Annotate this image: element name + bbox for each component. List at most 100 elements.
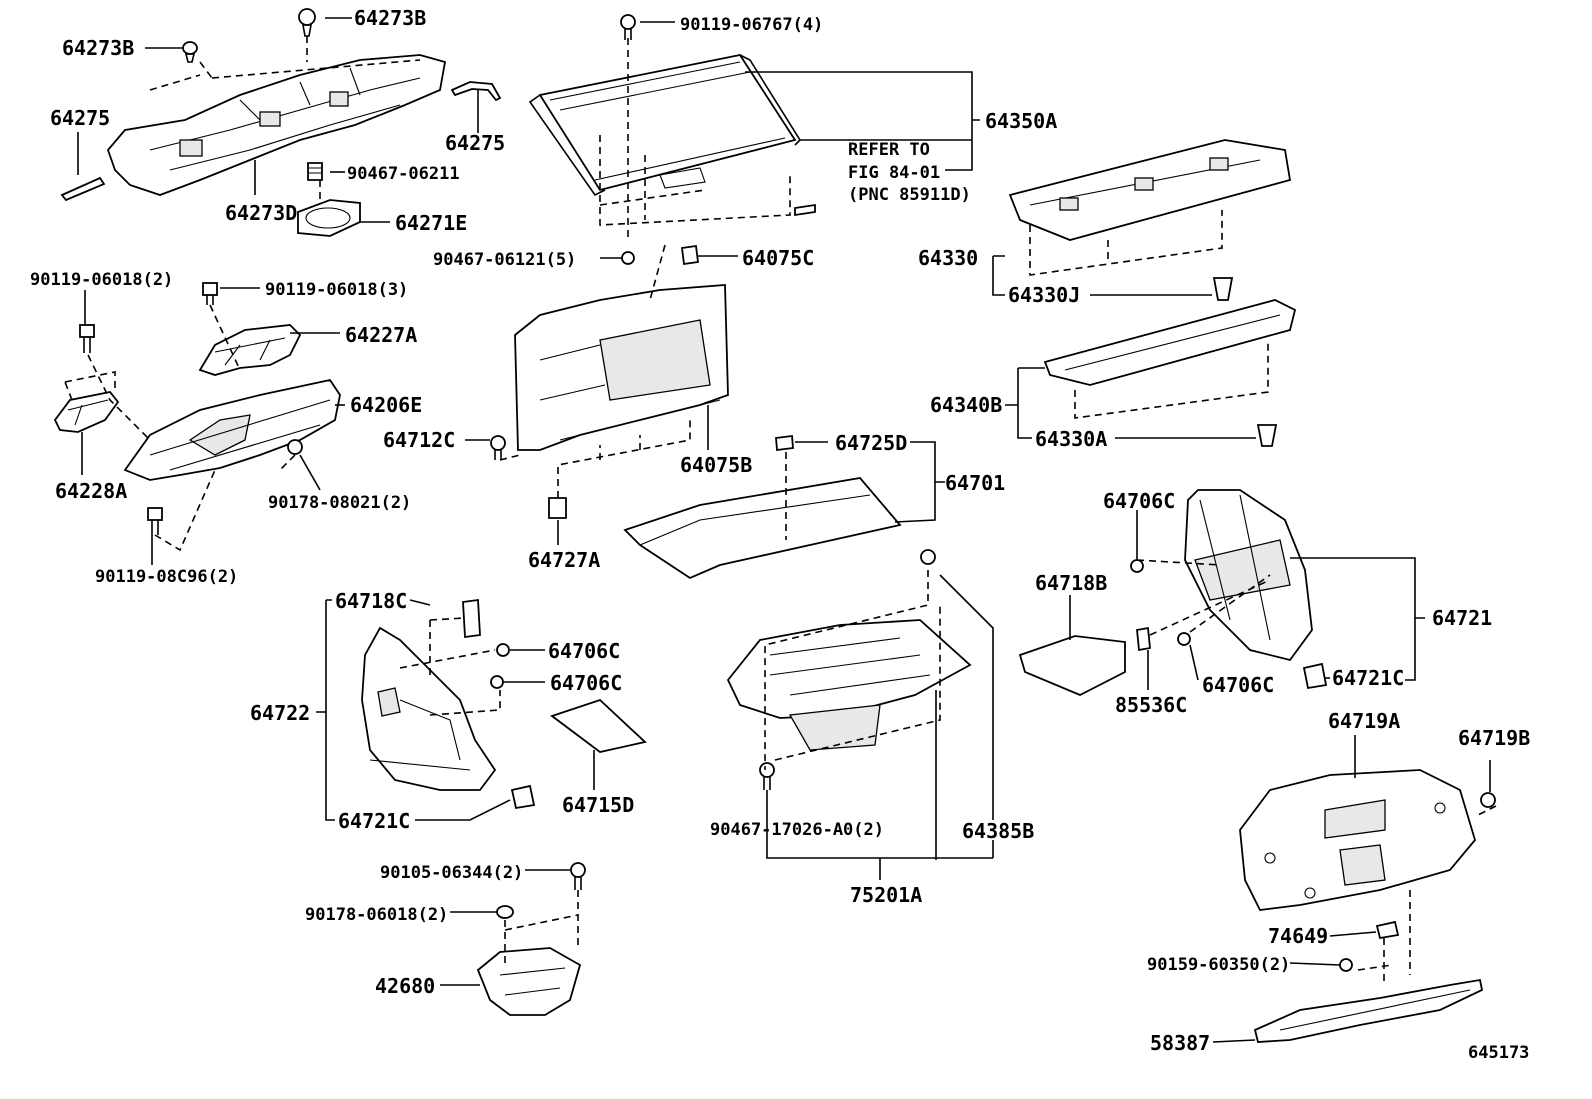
part-42680-jack-holder: [476, 947, 582, 1016]
part-64275-strip-left: [60, 176, 106, 202]
label-64701: 64701: [945, 471, 1005, 495]
clip-64706C-left-bottom: [490, 675, 504, 689]
clip-64706C-right-top: [1130, 559, 1144, 573]
figure-id: 645173: [1468, 1043, 1529, 1063]
washer-90178-06018: [496, 905, 514, 919]
part-58387-garnish: [1253, 978, 1484, 1043]
clip-90178-08021: [287, 439, 303, 455]
label-90178-06018: 90178-06018(2): [305, 905, 448, 925]
part-64330-rear-board: [1008, 139, 1292, 241]
part-64275-strip-right: [450, 81, 502, 102]
label-42680: 42680: [375, 974, 435, 998]
leader-lines: [77, 17, 1491, 1043]
label-64727A: 64727A: [528, 548, 600, 572]
clip-90159-60350: [1339, 958, 1353, 972]
label-90159-60350: 90159-60350(2): [1147, 955, 1290, 975]
label-64719A: 64719A: [1328, 709, 1400, 733]
clip-64330A: [1256, 424, 1278, 447]
part-64340B-board: [1043, 299, 1297, 386]
label-64275-left: 64275: [50, 106, 110, 130]
part-64385B-tray: [726, 619, 972, 751]
part-64727A-block: [548, 497, 567, 519]
clip-90467-06211: [307, 162, 323, 181]
label-90105-06344: 90105-06344(2): [380, 863, 523, 883]
part-64075B-deck-trim: [514, 284, 729, 451]
label-64718C: 64718C: [335, 589, 407, 613]
part-74649-cover: [1375, 920, 1400, 940]
clip-64706C-right-bottom: [1177, 632, 1191, 646]
part-64273D-trim: [106, 54, 447, 196]
label-64227A: 64227A: [345, 323, 417, 347]
clip-64330J: [1212, 277, 1234, 301]
label-90119-06018-2: 90119-06018(2): [30, 270, 173, 290]
label-refer-to: REFER TO: [848, 140, 930, 160]
clip-64273B-top: [298, 8, 316, 37]
label-74649: 74649: [1268, 924, 1328, 948]
part-85911D-bracket: [794, 203, 816, 217]
part-labels: 64273B 64273B 64275 64275 90467-06211 64…: [30, 6, 1530, 1063]
label-64273D: 64273D: [225, 201, 297, 225]
label-90119-08C96: 90119-08C96(2): [95, 567, 238, 587]
label-90467-06121: 90467-06121(5): [433, 250, 576, 270]
label-64340B: 64340B: [930, 393, 1002, 417]
part-64206E-panel: [123, 378, 341, 481]
clip-64385B: [920, 549, 936, 565]
label-64330: 64330: [918, 246, 978, 270]
label-64206E: 64206E: [350, 393, 422, 417]
label-64721C-left: 64721C: [338, 809, 410, 833]
label-75201A: 75201A: [850, 883, 922, 907]
label-64330J: 64330J: [1008, 283, 1080, 307]
label-90119-06767: 90119-06767(4): [680, 15, 823, 35]
clip-64075C: [680, 244, 700, 266]
label-64706C-left-bottom: 64706C: [550, 671, 622, 695]
part-64228A-bracket: [53, 391, 120, 433]
label-refer-pnc: (PNC 85911D): [848, 185, 971, 205]
clip-85536C: [1136, 626, 1151, 652]
part-64722-side-trim: [361, 626, 497, 791]
part-64718C-cover: [462, 598, 481, 639]
label-64721C-right: 64721C: [1332, 666, 1404, 690]
label-58387: 58387: [1150, 1031, 1210, 1055]
bolt-90467-17026: [759, 762, 775, 790]
part-64701-mat: [623, 477, 902, 580]
label-64725D: 64725D: [835, 431, 907, 455]
label-64706C-right-top: 64706C: [1103, 489, 1175, 513]
label-64722: 64722: [250, 701, 310, 725]
label-64271E: 64271E: [395, 211, 467, 235]
label-64715D: 64715D: [562, 793, 634, 817]
bolt-90119-06018-top: [202, 282, 218, 305]
label-64075B: 64075B: [680, 453, 752, 477]
label-90178-08021: 90178-08021(2): [268, 493, 411, 513]
label-90467-17026: 90467-17026-A0(2): [710, 820, 884, 840]
clip-64712C: [490, 435, 506, 460]
part-64227A-bracket: [198, 324, 302, 376]
bolt-90105-06344: [570, 862, 586, 890]
part-64271E-grille: [297, 199, 361, 237]
label-64385B: 64385B: [962, 819, 1034, 843]
label-64273B-top: 64273B: [354, 6, 426, 30]
label-64330A: 64330A: [1035, 427, 1107, 451]
clip-64721C-right: [1302, 662, 1328, 690]
bolt-90119-06767: [620, 14, 636, 40]
label-64075C: 64075C: [742, 246, 814, 270]
label-90467-06211: 90467-06211: [347, 164, 460, 184]
part-64718B-cover: [1018, 635, 1126, 696]
nut-90467-06121: [621, 251, 635, 265]
label-64719B: 64719B: [1458, 726, 1530, 750]
label-refer-fig: FIG 84-01: [848, 163, 940, 183]
label-85536C: 85536C: [1115, 693, 1187, 717]
part-64721-side-trim: [1184, 489, 1313, 662]
label-64718B: 64718B: [1035, 571, 1107, 595]
bolt-90119-06018-left: [79, 324, 95, 353]
clip-64273B-left: [182, 41, 198, 63]
label-90119-06018-3: 90119-06018(3): [265, 280, 408, 300]
clip-64706C-left-top: [496, 643, 510, 657]
label-64350A: 64350A: [985, 109, 1057, 133]
part-64350A-tonneau-cover: [528, 53, 802, 197]
label-64706C-right-bottom: 64706C: [1202, 673, 1274, 697]
label-64712C: 64712C: [383, 428, 455, 452]
label-64275-right: 64275: [445, 131, 505, 155]
clip-64719B: [1480, 792, 1496, 808]
label-64228A: 64228A: [55, 479, 127, 503]
